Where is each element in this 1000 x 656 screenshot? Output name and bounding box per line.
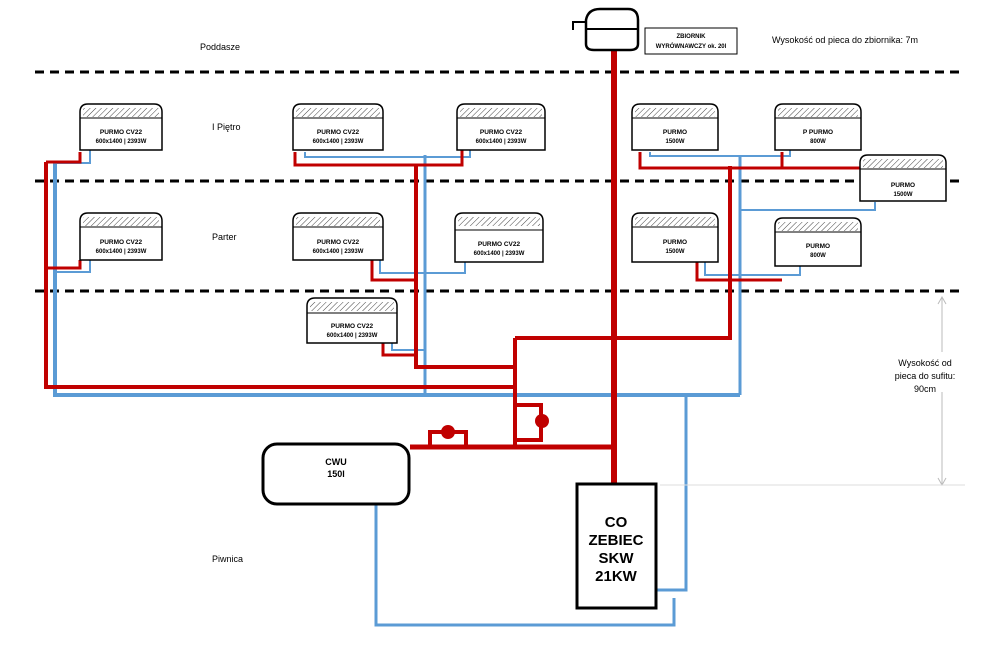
supply-f1-right [638, 152, 784, 170]
return-gf-right [704, 262, 801, 276]
return-f1-right3 [740, 202, 876, 211]
radiator-spec: 800W [810, 253, 826, 259]
radiator-spec: 600x1400 | 2393W [313, 139, 364, 145]
radiator-spec: 600x1400 | 2393W [96, 249, 147, 255]
supply-gf-mid [370, 258, 416, 282]
cwu-pump-icon [441, 425, 455, 439]
radiator-gf-midleft: PURMO CV22 600x1400 | 2393W [292, 212, 384, 261]
supply-gf-left [46, 260, 82, 270]
floor-dividers [35, 70, 960, 293]
return-gf-left [55, 260, 91, 273]
co-pump-icon [535, 414, 549, 428]
radiator-name: PURMO CV22 [317, 239, 360, 246]
radiator-f1-right3: PURMO 1500W [859, 154, 947, 202]
radiator-name: PURMO [663, 129, 687, 136]
expansion-tank [572, 7, 640, 52]
radiator-gf-left: PURMO CV22 600x1400 | 2393W [79, 212, 163, 261]
radiator-spec: 600x1400 | 2393W [476, 139, 527, 145]
radiator-gf-right1: PURMO 1500W [631, 212, 719, 263]
supply-f1-left [46, 152, 82, 164]
floor-label-ground: Parter [212, 232, 237, 242]
supply-mid-riser [414, 165, 515, 369]
supply-f1-mid [293, 150, 464, 167]
radiator-name: PURMO [663, 239, 687, 246]
radiator-f1-midleft: PURMO CV22 600x1400 | 2393W [292, 103, 384, 151]
radiator-spec: 1500W [665, 249, 684, 255]
radiator-spec: 1500W [665, 139, 684, 145]
floor-label-attic: Poddasze [200, 42, 240, 52]
tank-height-note: Wysokość od pieca do zbiornika: 7m [772, 35, 918, 45]
return-cwu-loop [374, 503, 676, 627]
radiator-f1-midright: PURMO CV22 600x1400 | 2393W [456, 103, 546, 151]
radiator-name: PURMO [891, 182, 915, 189]
supply-left-main [44, 162, 515, 389]
return-main-horizontal [53, 163, 740, 397]
boiler-line1: CO [605, 514, 628, 531]
tank-overflow-pipe [572, 21, 586, 30]
radiator-name: PURMO CV22 [331, 323, 374, 330]
return-f1-mid [304, 150, 471, 158]
radiator-spec: 600x1400 | 2393W [474, 251, 525, 257]
boiler-line4: 21KW [595, 568, 638, 585]
return-gf-mid [379, 258, 466, 274]
radiator-f1-right2: P PURMO 800W [774, 103, 862, 151]
cwu-tank [261, 442, 411, 506]
supply-pipes [44, 40, 869, 485]
radiator-bs: PURMO CV22 600x1400 | 2393W [306, 297, 398, 344]
radiator-f1-left: PURMO CV22 600x1400 | 2393W [79, 103, 163, 151]
ceiling-note-bg [885, 352, 965, 392]
tank-label-line2: WYRÓWNAWCZY ok. 20l [656, 42, 727, 50]
radiator-spec: 800W [810, 139, 826, 145]
cwu-line1: CWU [325, 457, 347, 467]
ceiling-note-line3: 90cm [914, 384, 936, 394]
boiler-line2: ZEBIEC [588, 532, 643, 549]
radiator-name: P PURMO [803, 129, 833, 136]
radiator-spec: 600x1400 | 2393W [313, 249, 364, 255]
tank-label-line1: ZBIORNIK [677, 34, 707, 40]
radiator-name: PURMO CV22 [480, 129, 523, 136]
radiator-name: PURMO [806, 243, 830, 250]
return-f1-right [649, 150, 791, 157]
supply-bs-rad [381, 342, 416, 357]
radiator-gf-right2: PURMO 800W [774, 217, 862, 267]
boiler [575, 482, 658, 610]
radiator-name: PURMO CV22 [478, 241, 521, 248]
floor-label-first: I Piętro [212, 122, 241, 132]
radiator-spec: 600x1400 | 2393W [96, 139, 147, 145]
ceiling-note-line2: pieca do sufitu: [895, 371, 956, 381]
radiator-gf-midright: PURMO CV22 600x1400 | 2393W [454, 212, 544, 263]
cwu-line2: 150l [327, 469, 345, 479]
radiator-name: PURMO CV22 [317, 129, 360, 136]
radiator-f1-right1: PURMO 1500W [631, 103, 719, 151]
supply-gf-right [695, 262, 782, 282]
radiator-name: PURMO CV22 [100, 129, 143, 136]
radiator-name: PURMO CV22 [100, 239, 143, 246]
floor-label-basement: Piwnica [212, 554, 243, 564]
radiator-spec: 600x1400 | 2393W [327, 333, 378, 339]
supply-distribution [513, 166, 732, 447]
ceiling-note-line1: Wysokość od [898, 358, 951, 368]
tank-label-box [644, 27, 738, 55]
radiator-spec: 1500W [893, 192, 912, 198]
boiler-line3: SKW [599, 550, 635, 567]
return-boiler-loop [656, 397, 688, 592]
